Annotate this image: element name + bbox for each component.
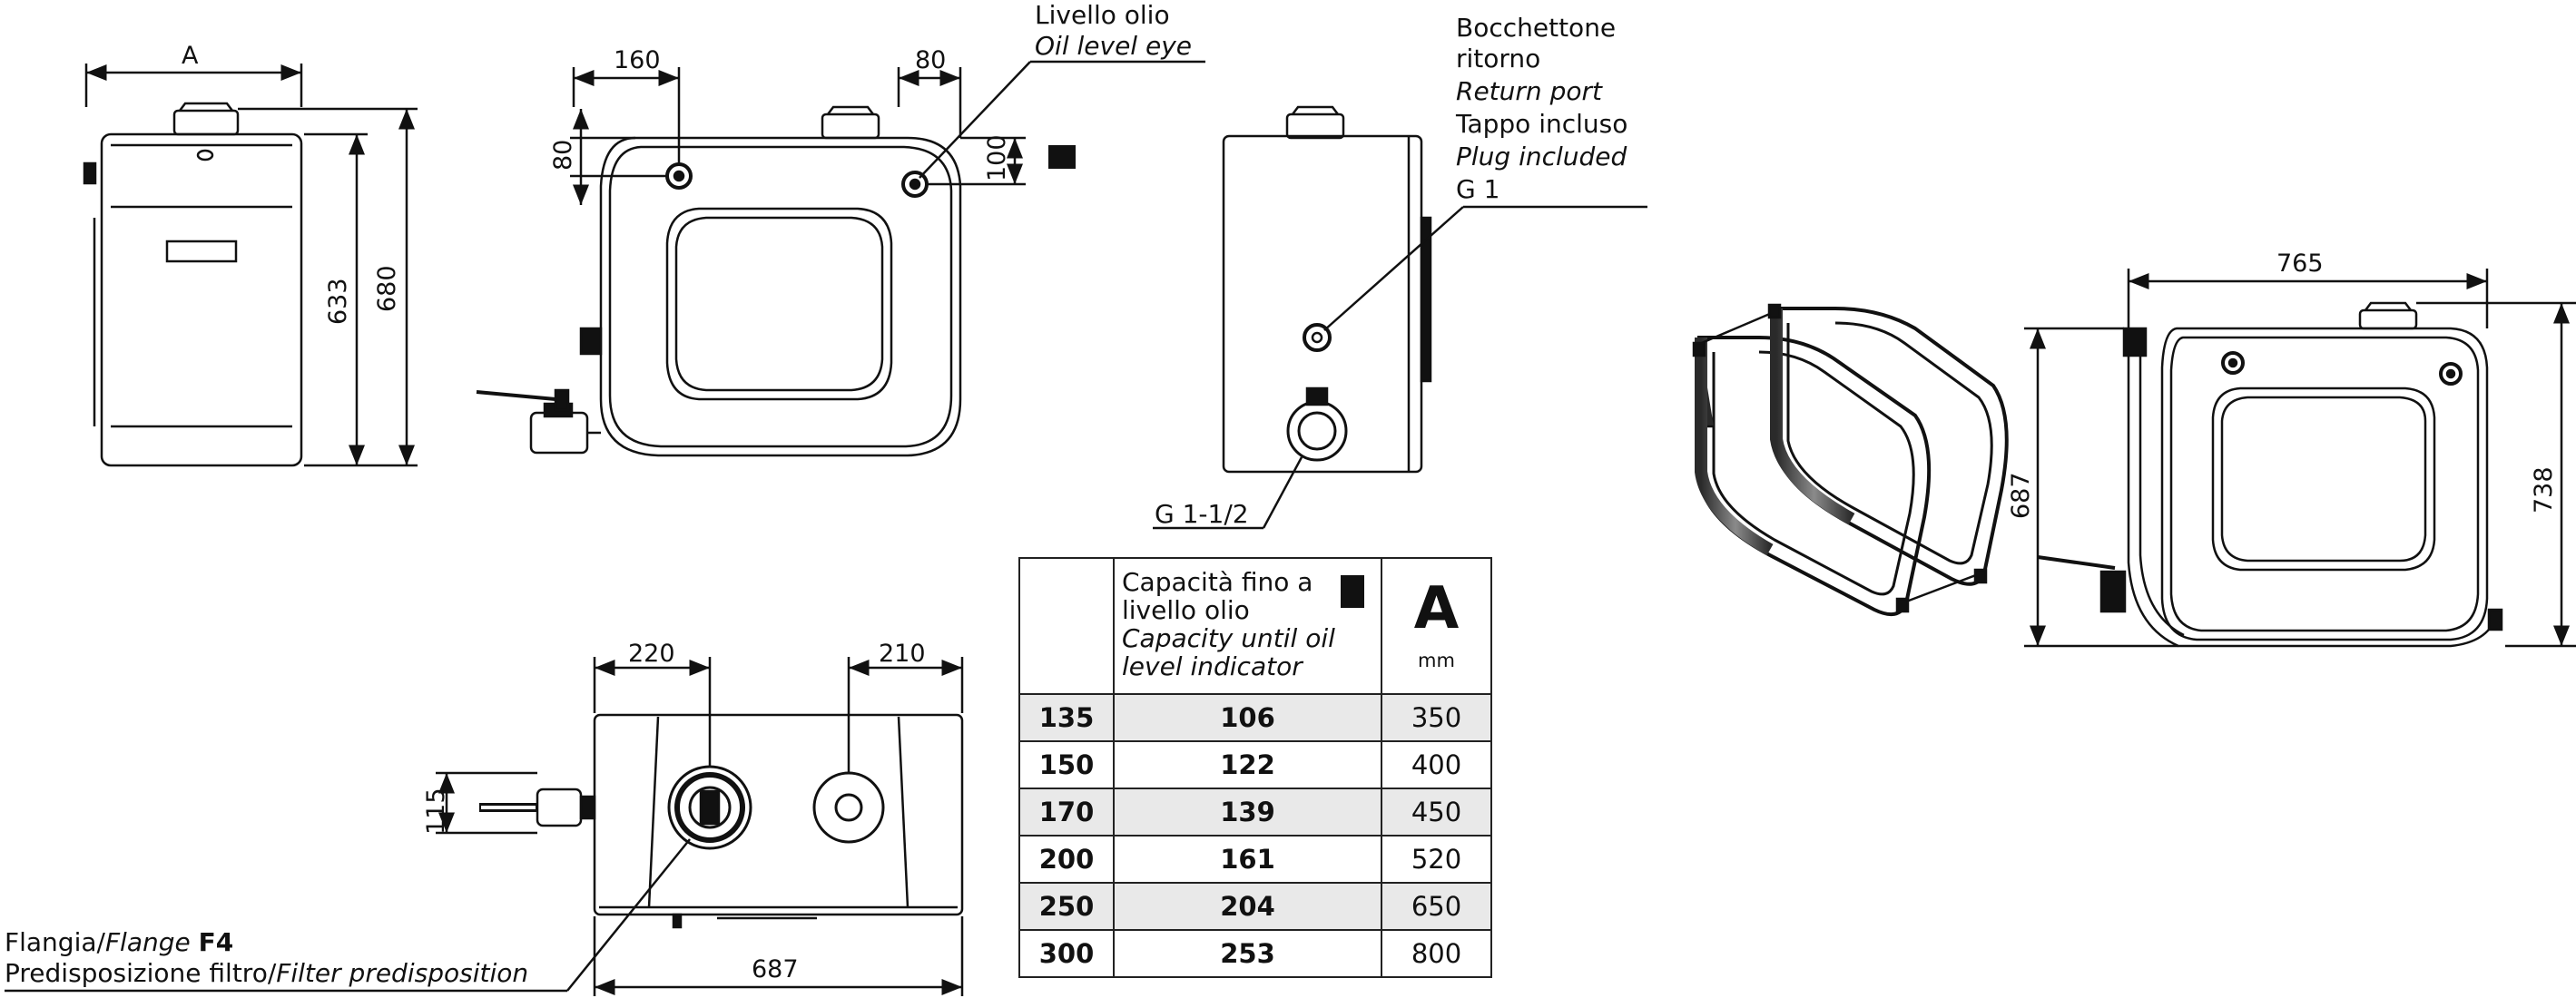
table-header-blank (1018, 557, 1115, 695)
row-capacity: 106 (1113, 693, 1382, 742)
dim-160: 160 (614, 46, 661, 74)
dim-738: 738 (2530, 466, 2558, 514)
table-row: 250 204 650 (1018, 882, 1492, 931)
drain-thread-label: G 1-1/2 (1155, 499, 1249, 529)
row-a: 650 (1381, 882, 1492, 931)
filter-label: Predisposizione filtro/Filter predisposi… (5, 958, 529, 988)
row-a: 520 (1381, 835, 1492, 884)
plug-label-en: Plug included (1456, 142, 1627, 171)
dim-115: 115 (422, 788, 450, 835)
row-size: 170 (1018, 788, 1115, 837)
plug-label-it: Tappo incluso (1456, 109, 1628, 139)
table-row: 170 139 450 (1018, 788, 1492, 837)
return-thread-label: G 1 (1456, 174, 1500, 204)
col-a-unit: mm (1418, 650, 1455, 671)
table-header-a: A mm (1381, 557, 1492, 695)
table-row: 150 122 400 (1018, 740, 1492, 789)
return-port-label-it-2: ritorno (1456, 44, 1541, 73)
row-a: 450 (1381, 788, 1492, 837)
oil-level-label-it: Livello olio (1035, 0, 1170, 30)
capacity-header-it: Capacità fino a livello olio (1122, 567, 1313, 625)
row-capacity: 161 (1113, 835, 1382, 884)
row-a: 800 (1381, 929, 1492, 978)
return-port-label-it-1: Bocchettone (1456, 13, 1617, 43)
dim-80-top: 80 (915, 46, 947, 74)
row-capacity: 253 (1113, 929, 1382, 978)
mounting-brackets (1692, 303, 2009, 617)
row-size: 135 (1018, 693, 1115, 742)
row-size: 250 (1018, 882, 1115, 931)
oil-level-label-en: Oil level eye (1035, 31, 1193, 61)
return-port-label-en: Return port (1456, 76, 1602, 106)
table-header-row: Capacità fino a livello olio Capacity un… (1018, 557, 1492, 695)
capacity-header-en: Capacity until oil level indicator (1122, 623, 1335, 681)
col-a-label: A (1413, 575, 1460, 642)
dim-a: A (182, 42, 199, 70)
table-row: 300 253 800 (1018, 929, 1492, 978)
dim-210: 210 (879, 640, 926, 668)
side-view-left (83, 64, 418, 467)
dim-687-side: 687 (2007, 472, 2035, 519)
dim-765: 765 (2276, 250, 2324, 278)
oil-level-marker-icon (1341, 575, 1364, 608)
row-capacity: 122 (1113, 740, 1382, 789)
assembled-view (2024, 269, 2576, 648)
table-header-capacity: Capacità fino a livello olio Capacity un… (1113, 557, 1382, 695)
dim-687-bottom: 687 (752, 955, 799, 983)
row-capacity: 139 (1113, 788, 1382, 837)
dim-100: 100 (983, 134, 1011, 181)
table-row: 200 161 520 (1018, 835, 1492, 884)
dim-80-side: 80 (549, 139, 577, 171)
row-size: 150 (1018, 740, 1115, 789)
top-view (5, 657, 964, 996)
row-capacity: 204 (1113, 882, 1382, 931)
dim-633: 633 (324, 278, 352, 325)
row-size: 200 (1018, 835, 1115, 884)
oil-level-marker (1048, 145, 1076, 169)
dim-680: 680 (373, 265, 401, 312)
row-a: 350 (1381, 693, 1492, 742)
capacity-table: Capacità fino a livello olio Capacity un… (1018, 557, 1492, 978)
row-size: 300 (1018, 929, 1115, 978)
table-row: 135 106 350 (1018, 693, 1492, 742)
return-side-view (1153, 105, 1647, 530)
front-view (476, 60, 1205, 457)
row-a: 400 (1381, 740, 1492, 789)
dim-220: 220 (628, 640, 675, 668)
flange-label: Flangia/Flange F4 (5, 927, 234, 957)
